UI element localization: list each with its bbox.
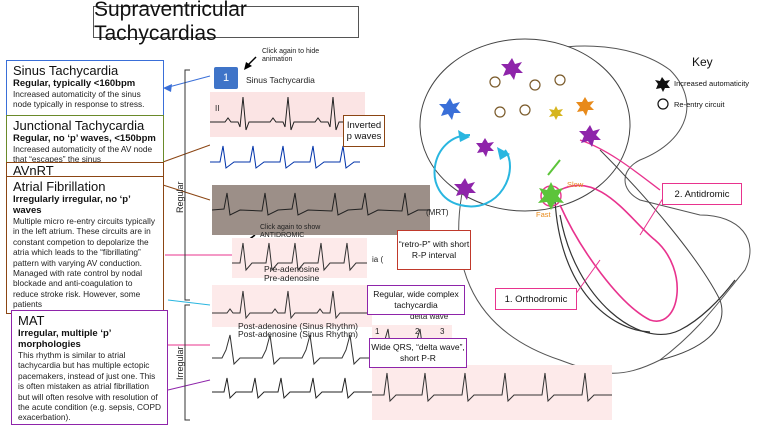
post-adenosine-label-2: Post-adenosine (Sinus Rhythm) <box>238 329 359 339</box>
card-subtitle: Regular, no ‘p’ waves, <150bpm <box>13 133 156 144</box>
pre-adenosine-label-2: Pre-adenosine <box>264 273 320 283</box>
irregular-label: Irregular <box>175 346 185 380</box>
ecg-strip-mat-right <box>372 365 612 420</box>
card-junctional-tachycardia[interactable]: Junctional Tachycardia Regular, no ‘p’ w… <box>6 115 164 163</box>
card-body: Multiple micro re-entry circuits typical… <box>13 216 155 310</box>
hint-hide-animation: Click again to hide animation <box>262 48 320 63</box>
card-subtitle: Regular, typically <160bpm <box>13 78 136 89</box>
septum-line <box>559 214 736 335</box>
fast-label: Fast <box>536 210 551 219</box>
card-title: AVnRT <box>13 163 54 178</box>
sinus-strip-label: Sinus Tachycardia <box>246 75 315 85</box>
mrt-label: (MRT) <box>426 208 449 217</box>
outer-wall-line <box>599 149 723 361</box>
ia-label: ia ( <box>372 255 384 264</box>
automaticity-stars <box>439 58 601 200</box>
ecg-strip-post-adenosine <box>212 285 372 327</box>
pink-track <box>579 139 661 191</box>
callout-antidromic[interactable]: 2. Antidromic <box>662 183 742 205</box>
card-subtitle: Irregular, multiple ‘p’ morphologies <box>18 328 111 350</box>
pink-circuit <box>559 184 678 322</box>
card-atrial-fibrillation[interactable]: Atrial Fibrillation Irregularly irregula… <box>6 176 164 314</box>
callout-orthodromic[interactable]: 1. Orthodromic <box>495 288 577 310</box>
regular-label: Regular <box>175 181 185 213</box>
ecg-strip-junctional <box>210 140 360 178</box>
callout-text: “retro-P” with short R-P interval <box>398 239 470 260</box>
green-pathway <box>547 159 561 176</box>
callout-inverted-p: Inverted p waves <box>343 115 385 147</box>
ecg-strip-mat <box>212 372 372 420</box>
num-label-3: 3 <box>440 327 445 336</box>
av-node-burst <box>538 182 564 210</box>
key-reentry-icon <box>657 98 669 110</box>
card-title: Junctional Tachycardia <box>13 118 145 133</box>
card-mat[interactable]: MAT Irregular, multiple ‘p’ morphologies… <box>11 310 168 425</box>
bundle-path <box>554 199 651 333</box>
ecg-strip-wpw <box>212 330 372 370</box>
page-title: Supraventricular Tachycardias <box>93 0 359 45</box>
step-button[interactable]: 1 <box>214 67 238 89</box>
mini-circle-1 <box>489 76 501 88</box>
hint-show-antidromic: Click again to show ANTIDROMIC <box>260 224 321 239</box>
card-title: MAT <box>18 313 45 328</box>
ecg-strip-avnrt <box>232 238 367 278</box>
star-orange-1 <box>576 97 594 116</box>
card-sinus-tachycardia[interactable]: Sinus Tachycardia Regular, typically <16… <box>6 60 164 118</box>
card-subtitle: Irregularly irregular, no ‘p’ waves <box>13 194 131 216</box>
callout-text: 2. Antidromic <box>674 188 730 200</box>
reentry-loop-cyan <box>433 134 511 208</box>
pre-adenosine-label-1: Pre-adenosine <box>264 264 320 274</box>
callout-text: 1. Orthodromic <box>504 293 568 305</box>
card-title: Atrial Fibrillation <box>13 179 106 194</box>
callout-text: Wide QRS, “delta wave”, short P-R <box>371 342 465 363</box>
key-reentry-label: Re-entry circuit <box>674 100 725 109</box>
callout-retro-p: “retro-P” with short R-P interval <box>397 230 471 270</box>
callout-wide-qrs: Wide QRS, “delta wave”, short P-R <box>369 338 467 368</box>
num-label-2: 2 <box>415 327 420 336</box>
star-purple-1 <box>501 58 523 80</box>
card-body: Increased automaticity of the sinus node… <box>13 89 145 110</box>
callout-text: Regular, wide complex tachycardia <box>373 289 459 310</box>
slow-label: Slow <box>567 180 584 189</box>
key-title: Key <box>692 55 713 69</box>
key-automaticity-label: Increased automaticity <box>674 79 750 88</box>
star-purple-3 <box>476 138 494 157</box>
callout-wide-complex: Regular, wide complex tachycardia <box>367 285 465 315</box>
ecg-strip-afib-photo <box>212 185 430 235</box>
star-purple-2 <box>579 125 601 147</box>
mini-circle-3 <box>519 104 531 116</box>
card-avnrt[interactable]: AVnRT <box>6 162 164 178</box>
star-purple-4 <box>454 178 476 200</box>
callout-text: Inverted p waves <box>346 120 382 142</box>
card-body: This rhythm is similar to atrial tachyca… <box>18 350 161 423</box>
cyan-arrow <box>497 147 510 160</box>
delta-wave-label: delta wave <box>410 312 449 321</box>
star-blue <box>439 98 461 120</box>
num-label-1: 1 <box>375 327 380 336</box>
mini-circle-5 <box>554 74 566 86</box>
key-automaticity-icon <box>655 77 670 92</box>
mini-reentry-circles <box>489 74 566 118</box>
star-yellow <box>549 106 563 120</box>
post-adenosine-label-1: Post-adenosine (Sinus Rhythm) <box>238 321 359 331</box>
lead-ii-label: II <box>215 104 220 113</box>
ecg-strip-sinus <box>210 92 365 137</box>
mini-circle-2 <box>529 79 541 91</box>
card-body: Increased automaticity of the AV node th… <box>13 144 153 163</box>
mini-circle-4 <box>494 106 506 118</box>
card-title: Sinus Tachycardia <box>13 63 119 78</box>
cyan-arrow-2 <box>458 130 470 142</box>
atrium-oval <box>419 38 631 212</box>
